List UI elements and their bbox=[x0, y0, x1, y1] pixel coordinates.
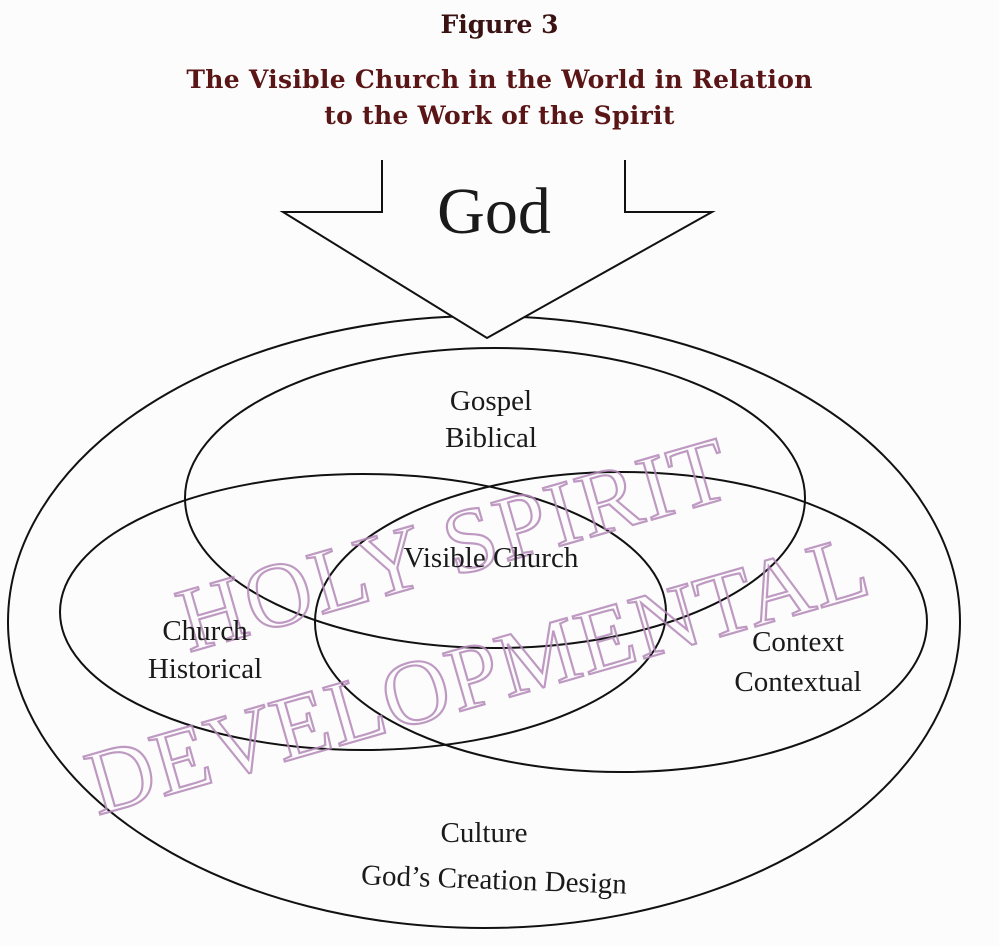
figure-caption: The Visible Church in the World in Relat… bbox=[0, 62, 999, 134]
god-label: God bbox=[437, 175, 551, 248]
church-label: Church bbox=[162, 615, 248, 647]
god-arrow bbox=[283, 160, 712, 338]
contextual-label: Contextual bbox=[734, 666, 861, 698]
visible-church-label: Visible Church bbox=[404, 542, 579, 574]
caption-line-1: The Visible Church in the World in Relat… bbox=[186, 65, 813, 94]
church-ellipse bbox=[59, 473, 667, 751]
gospel-ellipse bbox=[184, 347, 806, 649]
caption-line-2: to the Work of the Spirit bbox=[324, 101, 675, 130]
context-label: Context bbox=[752, 626, 844, 658]
historical-label: Historical bbox=[148, 653, 262, 685]
figure-number: Figure 3 bbox=[440, 10, 559, 39]
biblical-label: Biblical bbox=[445, 422, 537, 454]
creation-design-label: God’s Creation Design bbox=[361, 859, 628, 900]
context-ellipse bbox=[314, 471, 928, 773]
culture-label: Culture bbox=[441, 817, 528, 849]
gospel-label: Gospel bbox=[450, 385, 532, 417]
god-arrow-outline bbox=[279, 160, 716, 340]
